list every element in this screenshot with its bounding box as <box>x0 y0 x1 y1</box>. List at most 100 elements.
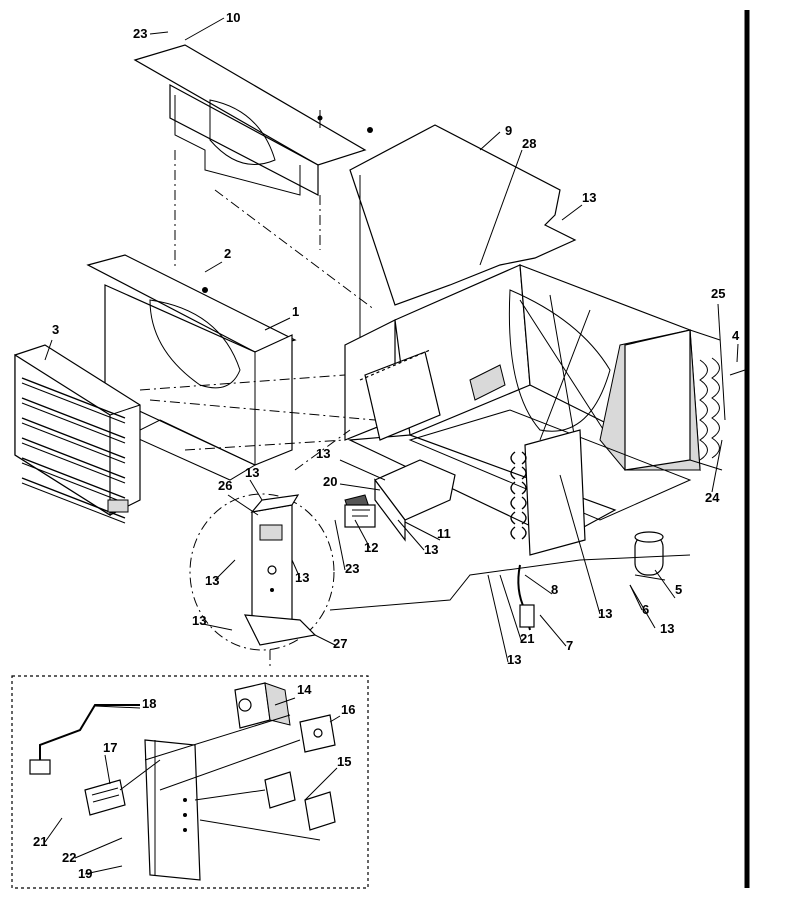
leader-line <box>487 574 509 663</box>
coil-line <box>21 422 126 464</box>
leader-line <box>339 459 386 481</box>
leader-line <box>339 483 381 491</box>
callout-13: 13 <box>507 652 521 667</box>
coil-line <box>21 417 126 459</box>
coil-line <box>510 466 516 480</box>
callout-13: 13 <box>424 542 438 557</box>
leader-line <box>94 705 141 709</box>
main-chassis <box>344 264 723 556</box>
callout-4: 4 <box>732 328 740 343</box>
coil-line <box>21 442 126 484</box>
coil-line <box>21 397 126 439</box>
leader-line <box>561 204 583 221</box>
coil-line <box>521 481 527 495</box>
callout-16: 16 <box>341 702 355 717</box>
leader-line <box>711 439 723 493</box>
leader-line <box>227 494 259 516</box>
leader-line <box>736 343 739 363</box>
callout-13: 13 <box>660 621 674 636</box>
callout-26: 26 <box>218 478 232 493</box>
callout-6: 6 <box>642 602 649 617</box>
callout-8: 8 <box>551 582 558 597</box>
part-11-control-box <box>344 459 456 542</box>
callout-23: 23 <box>345 561 359 576</box>
callout-1: 1 <box>292 304 299 319</box>
mounting-plate <box>144 739 201 881</box>
callout-13: 13 <box>295 570 309 585</box>
callout-22: 22 <box>62 850 76 865</box>
callout-2: 2 <box>224 246 231 261</box>
callout-13: 13 <box>582 190 596 205</box>
coil-line <box>510 511 516 525</box>
coil-line <box>521 526 527 540</box>
control-panel-circled <box>189 493 335 651</box>
part-7-tubing <box>517 564 535 631</box>
leader-line <box>291 559 301 579</box>
callout-13: 13 <box>192 613 206 628</box>
callout-28: 28 <box>522 136 536 151</box>
callout-21: 21 <box>33 834 47 849</box>
leader-line <box>629 584 656 629</box>
leader-line <box>202 623 233 631</box>
leader-line <box>264 317 291 331</box>
callout-15: 15 <box>337 754 351 769</box>
coil-line <box>21 377 126 419</box>
leader-line <box>479 131 501 151</box>
leader-line <box>184 17 225 41</box>
part-1-fan-shroud <box>86 254 297 481</box>
leader-line <box>717 303 726 421</box>
part-16-thermostat <box>299 714 336 753</box>
coil-line <box>510 526 516 540</box>
callout-13: 13 <box>316 446 330 461</box>
leader-line <box>44 817 63 843</box>
callout-17: 17 <box>103 740 117 755</box>
callout-12: 12 <box>364 540 378 555</box>
leader-line <box>539 614 567 647</box>
callout-11: 11 <box>437 526 451 541</box>
leader-line <box>304 767 338 801</box>
callout-23: 23 <box>133 26 147 41</box>
callout-13: 13 <box>598 606 612 621</box>
leader-line <box>479 149 523 266</box>
leader-line <box>404 521 441 541</box>
callout-7: 7 <box>566 638 573 653</box>
callout-13: 13 <box>205 573 219 588</box>
callout-20: 20 <box>323 474 337 489</box>
part-24-tubing <box>699 357 746 461</box>
inset-detail-box <box>11 675 369 889</box>
part-9-top-panel <box>349 124 577 340</box>
leader-line <box>214 559 236 581</box>
leader-line <box>559 474 601 615</box>
leader-line <box>314 634 336 646</box>
leader-line <box>104 754 111 785</box>
callout-10: 10 <box>226 10 240 25</box>
callout-labels: 23 10 9 28 13 2 1 3 25 4 24 13 20 26 13 … <box>33 10 740 881</box>
leader-line <box>397 519 425 551</box>
leader-line <box>524 574 553 595</box>
coil-line <box>521 451 527 465</box>
coil-line <box>21 382 126 424</box>
callout-13: 13 <box>245 465 259 480</box>
coil-line <box>510 451 516 465</box>
callout-9: 9 <box>505 123 512 138</box>
part-5-capacitor <box>634 531 666 581</box>
assembly-guide-lines <box>139 150 691 670</box>
coil-line <box>21 462 126 504</box>
part-18-harness <box>29 704 140 775</box>
leader-line <box>654 569 676 599</box>
leader-line <box>499 574 523 644</box>
leader-line <box>74 837 123 859</box>
part-17-terminal-block <box>84 779 126 816</box>
coil-line <box>521 466 527 480</box>
leader-line <box>204 261 223 273</box>
coil-line <box>21 402 126 444</box>
coil-line <box>21 437 126 479</box>
callout-14: 14 <box>297 682 312 697</box>
part-15-relay <box>264 771 336 831</box>
callout-24: 24 <box>705 490 720 505</box>
callout-27: 27 <box>333 636 347 651</box>
leader-line <box>329 715 341 723</box>
coil-line <box>510 481 516 495</box>
leader-line <box>354 519 371 549</box>
